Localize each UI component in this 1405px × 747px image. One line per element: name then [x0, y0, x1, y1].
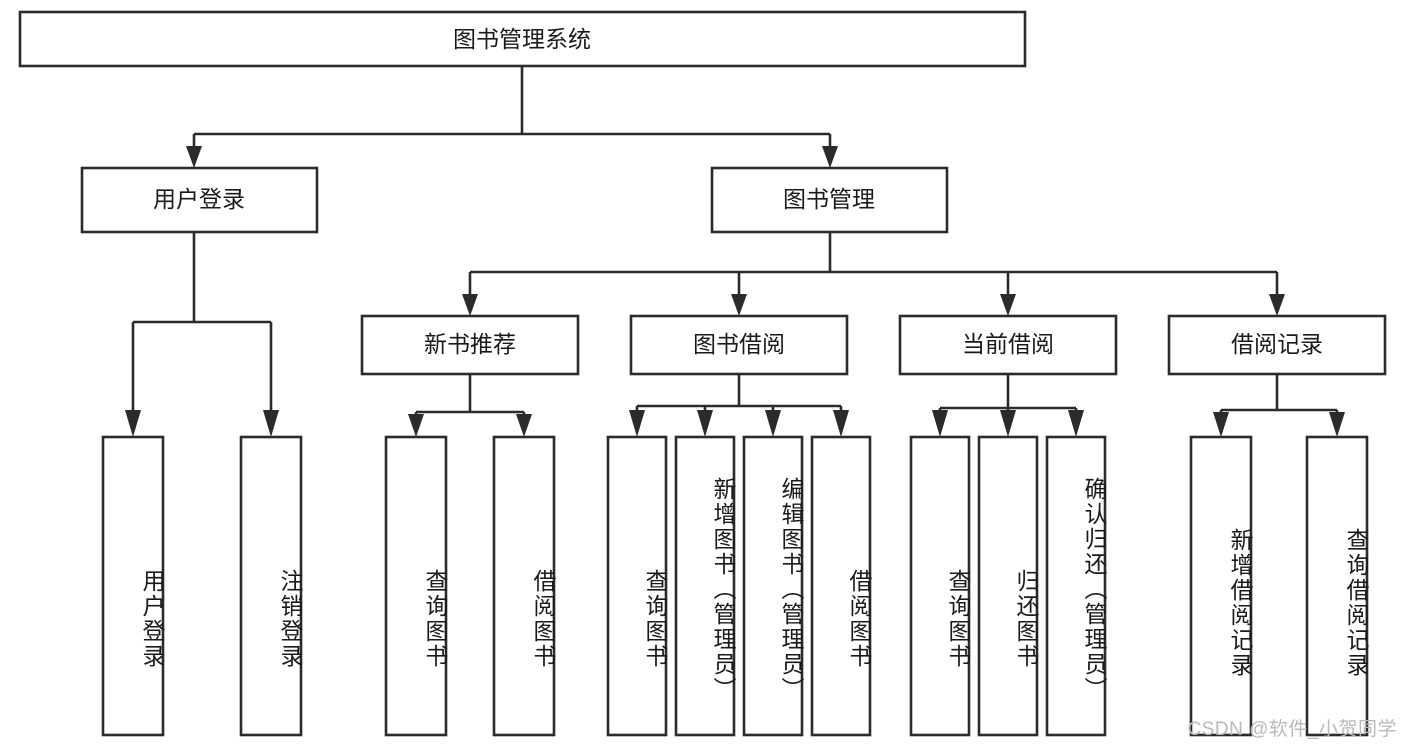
node-current-borrow-rect	[898, 314, 1118, 376]
arrow-head-nb-borrow-book	[516, 414, 532, 437]
leaf-group-new-book-recommend	[384, 435, 556, 737]
leaf-group-book-borrow	[606, 435, 872, 737]
node-borrow-record[interactable]: 借阅记录	[1167, 314, 1387, 376]
arrow-head-cb-query-book	[932, 410, 948, 437]
leaf-bb-edit-book-rect[interactable]	[742, 435, 804, 737]
node-new-book-recommend[interactable]: 新书推荐	[360, 314, 580, 376]
arrow-head-current-borrow	[1000, 294, 1016, 316]
connector-group-book-manage-to-level3	[462, 232, 1285, 316]
connector-group-current-borrow-to-leaves	[932, 374, 1084, 437]
node-user-login[interactable]: 用户登录	[80, 166, 319, 234]
leaf-bb-add-book-rect[interactable]	[674, 435, 736, 737]
node-borrow-record-rect	[1167, 314, 1387, 376]
node-new-book-recommend-rect	[360, 314, 580, 376]
arrow-head-bb-edit-book	[765, 410, 781, 437]
leaf-user-login-rect[interactable]	[101, 435, 165, 737]
node-book-borrow-rect	[629, 314, 849, 376]
leaf-br-query-record-rect[interactable]	[1305, 435, 1369, 737]
node-current-borrow-label: 当前借阅	[962, 331, 1054, 357]
arrow-head-borrow-record	[1269, 294, 1285, 316]
leaf-bb-query-book-rect[interactable]	[606, 435, 668, 737]
leaf-nb-borrow-book-rect[interactable]	[492, 435, 556, 737]
arrow-head-leaf-user-login	[125, 410, 141, 437]
arrow-head-bb-borrow-book	[833, 410, 849, 437]
leaf-br-add-record-rect[interactable]	[1189, 435, 1253, 737]
arrow-head-leaf-logout	[263, 410, 279, 437]
leaf-cb-confirm-return-rect[interactable]	[1045, 435, 1107, 737]
arrow-head-nb-query-book	[408, 414, 424, 437]
leaf-cb-query-book-rect[interactable]	[909, 435, 971, 737]
node-book-borrow-label: 图书借阅	[693, 331, 785, 357]
arrow-head-book-manage	[822, 146, 838, 168]
connector-group-user-login-to-leaves	[125, 232, 279, 437]
arrow-head-cb-return-book	[1000, 410, 1016, 437]
leaf-group-borrow-record	[1189, 435, 1369, 737]
connector-group-borrow-record-to-leaves	[1213, 374, 1345, 437]
leaf-group-current-borrow	[909, 435, 1107, 737]
arrow-head-bb-query-book	[629, 410, 645, 437]
leaf-logout-rect[interactable]	[239, 435, 303, 737]
connector-group-root-to-level2	[186, 66, 838, 168]
node-user-login-rect	[80, 166, 319, 234]
arrow-head-bb-add-book	[697, 410, 713, 437]
arrow-head-cb-confirm-return	[1068, 410, 1084, 437]
arrow-head-book-borrow	[731, 294, 747, 316]
node-new-book-recommend-label: 新书推荐	[424, 331, 516, 357]
connector-group-new-book-to-leaves	[408, 374, 532, 437]
node-book-borrow[interactable]: 图书借阅	[629, 314, 849, 376]
arrow-head-br-query-record	[1329, 412, 1345, 437]
connector-group-book-borrow-to-leaves	[629, 374, 849, 437]
node-book-management-label: 图书管理	[783, 186, 875, 212]
node-root-rect	[18, 10, 1027, 68]
arrow-head-new-book	[462, 294, 478, 316]
leaf-nb-query-book-rect[interactable]	[384, 435, 448, 737]
leaf-group-user-login	[101, 435, 303, 737]
csdn-watermark: CSDN @软件_小贺同学	[1187, 719, 1397, 740]
node-current-borrow[interactable]: 当前借阅	[898, 314, 1118, 376]
node-root-book-management-system[interactable]: 图书管理系统	[18, 10, 1027, 68]
leaf-cb-return-book-rect[interactable]	[977, 435, 1039, 737]
node-book-management-rect	[710, 166, 949, 234]
node-borrow-record-label: 借阅记录	[1231, 331, 1323, 357]
node-user-login-label: 用户登录	[153, 186, 245, 212]
arrow-head-br-add-record	[1213, 412, 1229, 437]
arrow-head-user-login	[186, 146, 202, 168]
node-book-management[interactable]: 图书管理	[710, 166, 949, 234]
leaf-bb-borrow-book-rect[interactable]	[810, 435, 872, 737]
node-root-label: 图书管理系统	[453, 26, 591, 52]
